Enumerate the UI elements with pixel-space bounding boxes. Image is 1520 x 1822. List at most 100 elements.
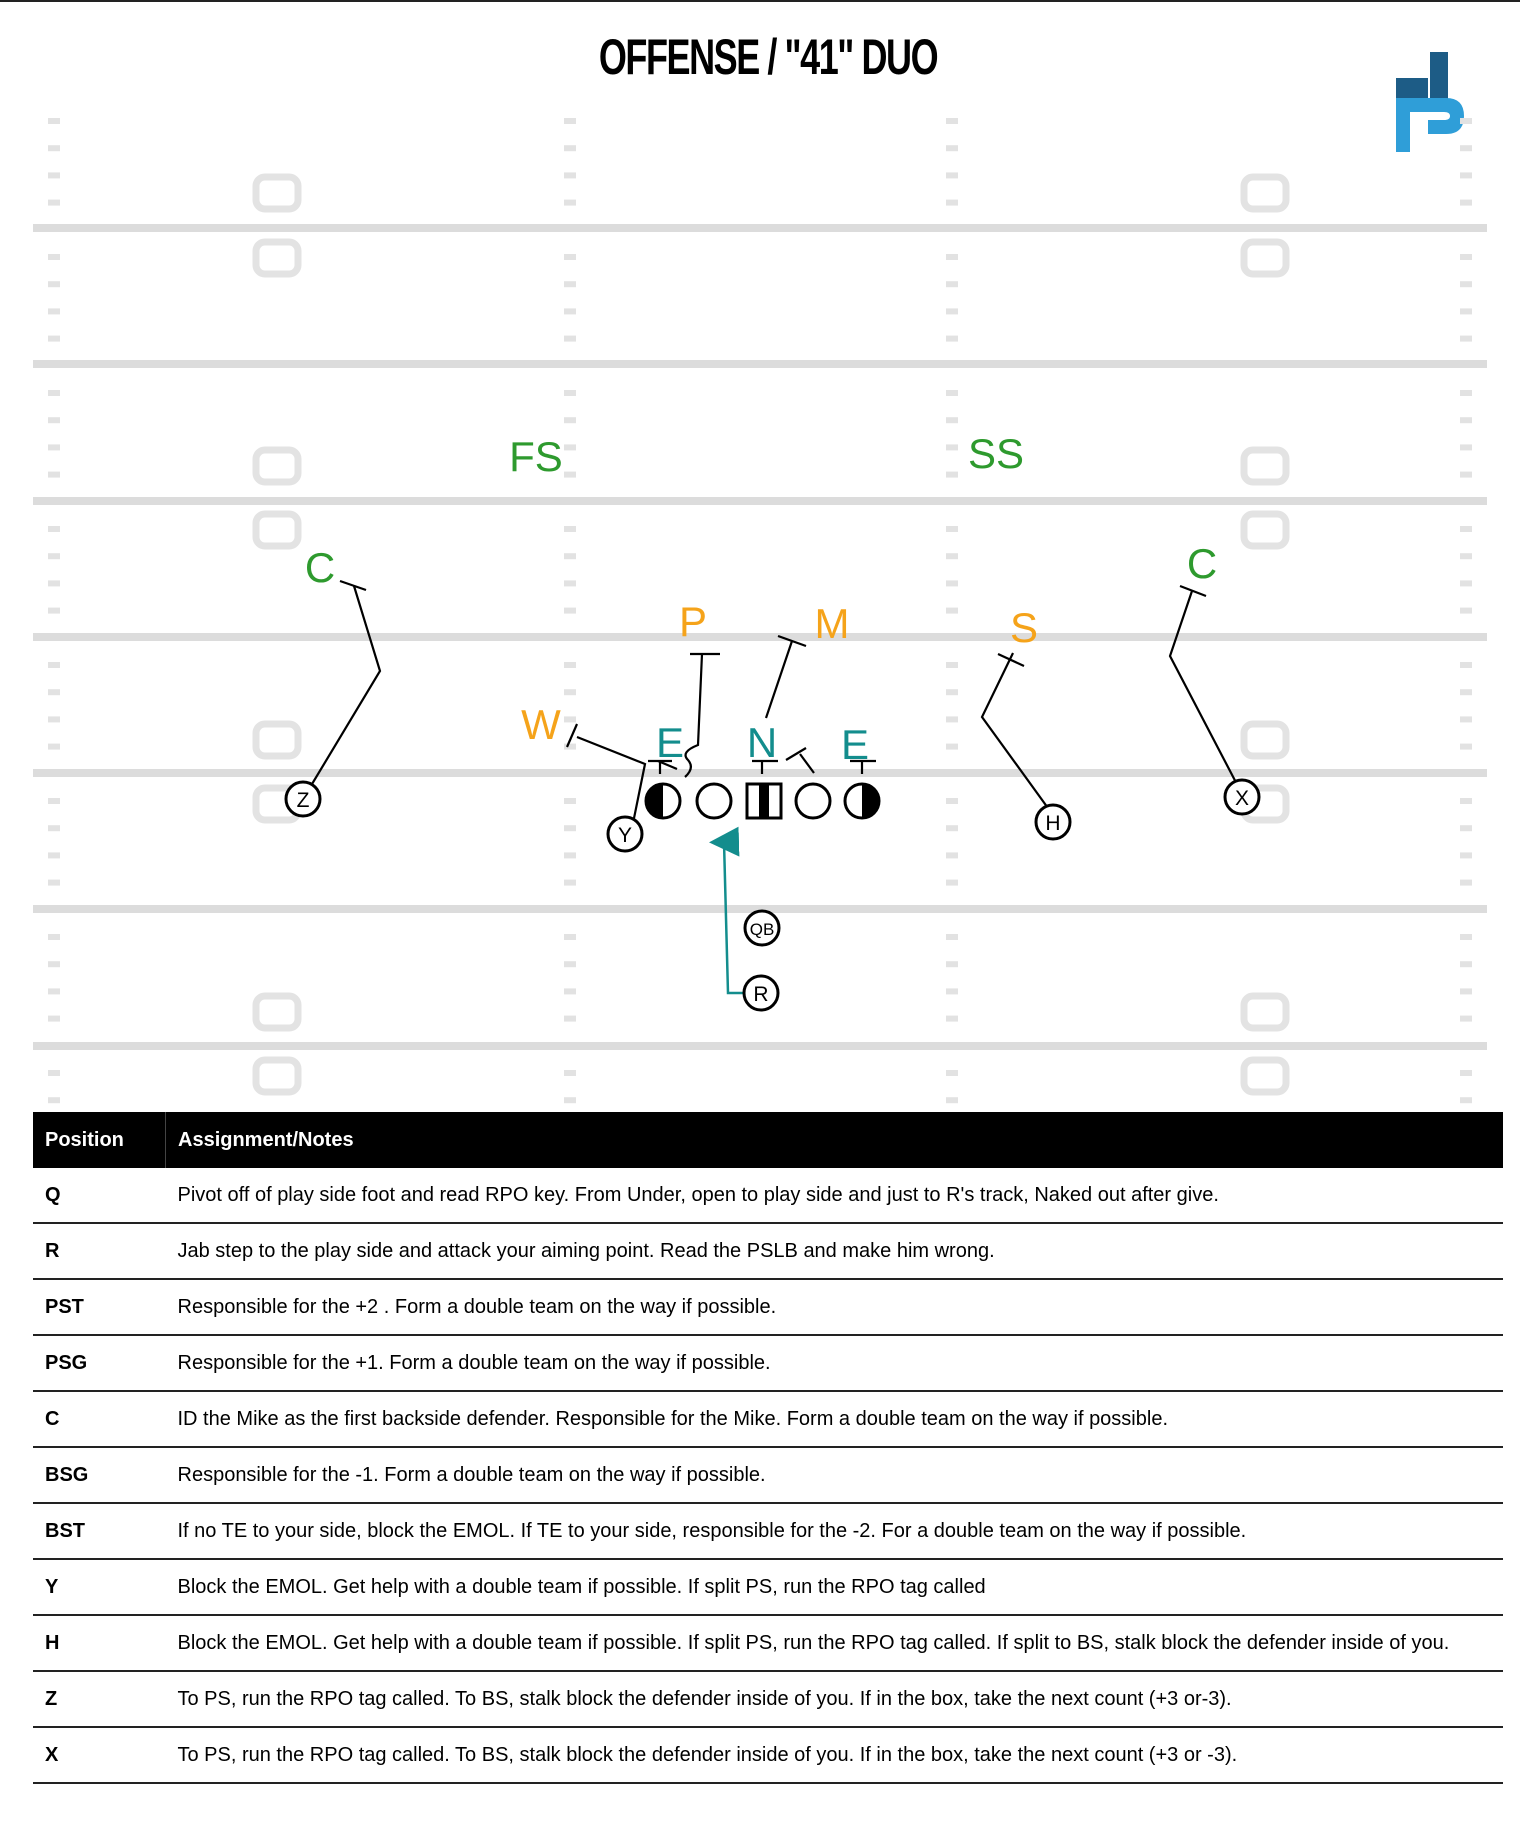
hash-mark <box>564 118 576 124</box>
hash-mark <box>946 1015 958 1022</box>
hash-mark <box>48 1015 60 1022</box>
hash-mark <box>48 1097 60 1104</box>
hash-mark <box>1460 1015 1472 1022</box>
h-player-circle <box>1034 803 1072 841</box>
free-safety-label: FS <box>509 433 563 480</box>
hash-mark <box>1460 335 1472 342</box>
hash-mark <box>1460 254 1472 260</box>
hash-mark <box>946 471 958 478</box>
yard-line <box>33 360 1487 368</box>
hash-mark <box>48 471 60 478</box>
notes-column-header: Assignment/Notes <box>165 1112 1503 1168</box>
hash-mark <box>48 417 60 424</box>
yard-number-outline <box>252 720 302 760</box>
y-block-line <box>576 735 647 834</box>
y-player-circle <box>606 815 644 853</box>
r-run-path <box>709 826 744 995</box>
hash-mark <box>48 335 60 342</box>
hash-mark <box>1460 689 1472 696</box>
hash-mark <box>1460 961 1472 968</box>
hash-mark <box>48 852 60 859</box>
yard-number-outline <box>252 1056 302 1096</box>
right-end-label: E <box>841 721 869 768</box>
hash-mark <box>946 1070 958 1076</box>
hash-mark <box>48 879 60 886</box>
page-title: OFFENSE / "41" DUO <box>598 29 939 85</box>
hash-mark <box>946 689 958 696</box>
hash-mark <box>946 607 958 614</box>
hash-mark <box>48 254 60 260</box>
hudl-style-logo-icon <box>1396 52 1464 152</box>
block-tbar <box>997 653 1025 667</box>
logo <box>1388 50 1468 160</box>
notes-cell: Responsible for the -1. Form a double te… <box>165 1447 1503 1504</box>
yard-number-outline <box>252 992 302 1032</box>
assignment-lines <box>302 579 1242 834</box>
hash-mark <box>564 580 576 587</box>
hash-mark <box>564 988 576 995</box>
block-tbar <box>339 579 367 592</box>
stub-line <box>657 759 678 771</box>
qb-player-circle <box>743 909 781 947</box>
notes-cell: Responsible for the +2 . Form a double t… <box>165 1279 1503 1336</box>
z-stalk-line <box>302 585 382 800</box>
yard-line <box>33 769 1487 777</box>
hash-mark <box>564 934 576 940</box>
offensive-line <box>644 782 881 820</box>
hash-mark <box>946 526 958 532</box>
hash-mark <box>1460 417 1472 424</box>
yard-number-outline <box>1240 446 1290 486</box>
position-cell: Q <box>33 1168 166 1224</box>
hash-mark <box>48 444 60 451</box>
hash-mark <box>946 934 958 940</box>
hash-mark <box>946 390 958 396</box>
hash-mark <box>946 580 958 587</box>
hash-mark <box>48 553 60 560</box>
top-border <box>0 0 1520 2</box>
hash-mark <box>946 662 958 668</box>
hash-mark <box>564 145 576 152</box>
hash-mark <box>564 553 576 560</box>
r-player-circle <box>742 974 780 1012</box>
pst-lineman <box>695 782 733 820</box>
hash-mark <box>946 281 958 288</box>
left-corner-label: C <box>305 544 335 591</box>
w-linebacker-label: W <box>521 701 561 748</box>
y-player-label: Y <box>618 824 632 847</box>
position-cell: PST <box>33 1279 166 1336</box>
h-stalk-line <box>980 652 1054 816</box>
notes-cell: To PS, run the RPO tag called. To BS, st… <box>165 1727 1503 1784</box>
center-lineman <box>745 782 783 820</box>
hash-mark <box>1460 471 1472 478</box>
hash-mark <box>48 689 60 696</box>
position-column-header: Position <box>33 1112 166 1168</box>
hash-mark <box>1460 199 1472 206</box>
hash-mark <box>946 798 958 804</box>
hash-mark <box>48 988 60 995</box>
hash-mark <box>1460 662 1472 668</box>
s-linebacker-label: S <box>1010 604 1038 651</box>
yard-number-outline <box>1240 1056 1290 1096</box>
hash-mark <box>1460 879 1472 886</box>
hash-mark <box>564 1070 576 1076</box>
hash-mark <box>1460 390 1472 396</box>
x-player-label: X <box>1235 787 1249 810</box>
hash-mark <box>1460 553 1472 560</box>
defense-labels: FS SS C C P M W S E N E <box>305 430 1217 768</box>
block-tbar <box>565 723 579 748</box>
notes-cell: Block the EMOL. Get help with a double t… <box>165 1559 1503 1616</box>
notes-cell: ID the Mike as the first backside defend… <box>165 1391 1503 1448</box>
nose-label: N <box>747 719 777 766</box>
notes-cell: Pivot off of play side foot and read RPO… <box>165 1168 1503 1224</box>
hash-mark <box>48 199 60 206</box>
hash-mark <box>564 471 576 478</box>
hash-mark <box>564 172 576 179</box>
pst-block-line <box>684 653 704 778</box>
yard-number-outline <box>252 510 302 550</box>
p-linebacker-label: P <box>679 598 707 645</box>
position-cell: X <box>33 1727 166 1784</box>
